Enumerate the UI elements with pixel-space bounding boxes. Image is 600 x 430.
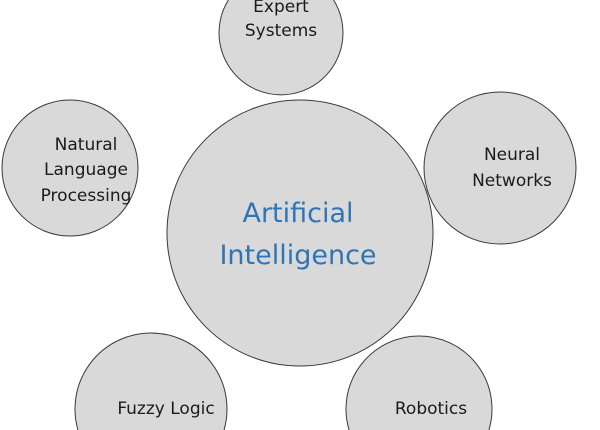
node-artificial-intelligence: Artificial Intelligence xyxy=(166,99,434,367)
node-circle xyxy=(423,91,577,245)
node-neural-networks: Neural Networks xyxy=(423,91,577,245)
node-fuzzy-logic: Fuzzy Logic xyxy=(74,332,228,430)
node-label-line: Natural xyxy=(55,135,118,155)
node-circle xyxy=(218,0,344,96)
node-label-line: Fuzzy Logic xyxy=(117,399,214,419)
center-circle xyxy=(166,99,434,367)
node-circle xyxy=(1,99,139,237)
node-natural-language-processing: Natural Language Processing xyxy=(1,99,139,237)
node-circle xyxy=(74,332,228,430)
center-label-line: Intelligence xyxy=(219,240,376,271)
node-label-line: Neural xyxy=(484,145,540,165)
node-circle xyxy=(345,335,493,430)
node-robotics: Robotics xyxy=(345,335,493,430)
node-label-line: Language xyxy=(44,160,128,180)
node-label-line: Systems xyxy=(245,21,317,41)
node-label-line: Networks xyxy=(472,171,552,191)
center-label-line: Artificial xyxy=(242,198,353,229)
node-label-line: Robotics xyxy=(395,399,467,419)
node-expert-systems: Expert Systems xyxy=(218,0,344,96)
node-label-line: Processing xyxy=(41,186,132,206)
node-label-line: Expert xyxy=(253,0,309,17)
